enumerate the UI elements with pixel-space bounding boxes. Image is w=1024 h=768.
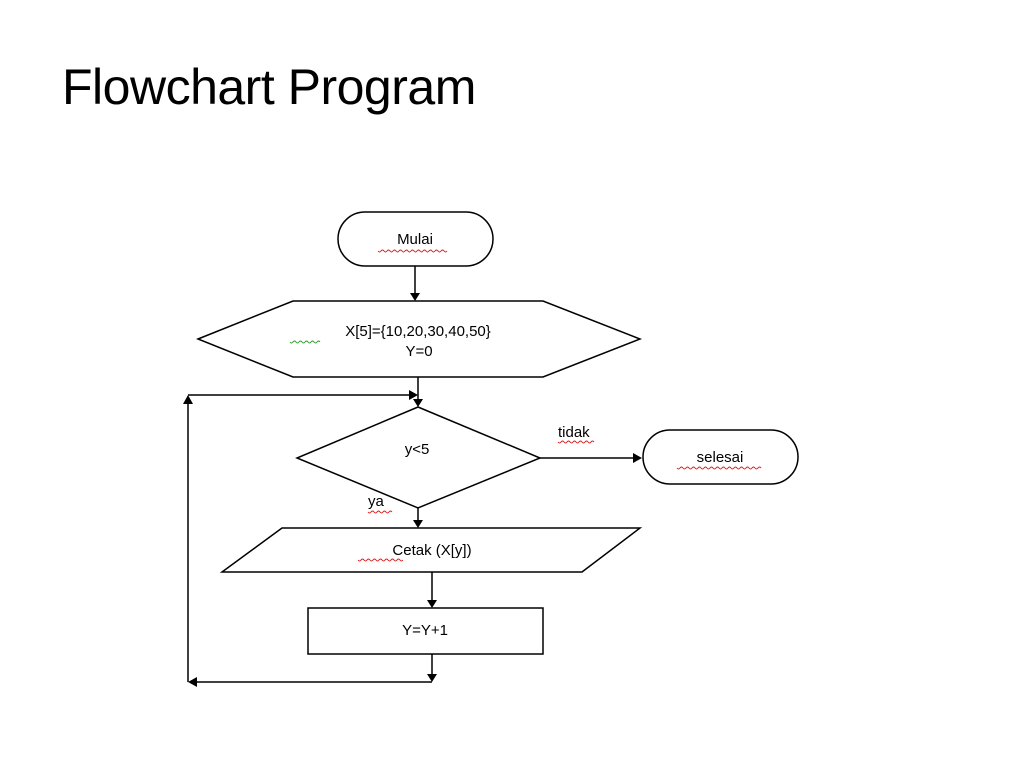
arrowhead-loop-left — [188, 677, 197, 687]
process-label: Y=Y+1 — [402, 622, 448, 639]
arrowhead-loop-down — [427, 674, 437, 682]
output-io-shape — [219, 527, 643, 573]
decision-condition: y<5 — [405, 441, 430, 458]
init-preparation: X[5]={10,20,30,40,50} Y=0 — [195, 300, 643, 378]
init-preparation-shape — [195, 300, 643, 378]
output-io: Cetak (X[y]) — [219, 527, 643, 573]
arrowhead-init — [410, 293, 420, 301]
arrowhead-output — [413, 520, 423, 528]
yes-label-spellcheck-underline — [367, 510, 393, 514]
end-spellcheck-underline — [676, 466, 762, 470]
no-label-spellcheck-underline — [557, 440, 595, 444]
yes-branch-label: ya — [368, 493, 385, 510]
decision: y<5 — [295, 406, 542, 509]
arrowhead-loop-right — [409, 390, 418, 400]
arrowhead-end — [633, 453, 642, 463]
process: Y=Y+1 — [307, 607, 544, 655]
init-grammar-underline — [289, 340, 321, 344]
end-terminator: selesai — [642, 429, 799, 485]
init-line-1: X[5]={10,20,30,40,50} — [345, 323, 491, 340]
no-branch-label: tidak — [558, 424, 590, 441]
output-label: Cetak (X[y]) — [392, 542, 471, 559]
slide-title: Flowchart Program — [62, 59, 476, 115]
arrowhead-loop-up — [183, 395, 193, 404]
output-spellcheck-underline — [357, 558, 404, 562]
end-terminator-shape — [642, 429, 799, 485]
start-label: Mulai — [397, 231, 433, 248]
start-terminator: Mulai — [337, 211, 494, 267]
process-shape — [307, 607, 544, 655]
arrowhead-condition — [413, 399, 423, 407]
arrowhead-process — [427, 600, 437, 608]
start-spellcheck-underline — [377, 249, 448, 253]
end-label: selesai — [697, 449, 744, 466]
init-line-2: Y=0 — [405, 343, 432, 360]
